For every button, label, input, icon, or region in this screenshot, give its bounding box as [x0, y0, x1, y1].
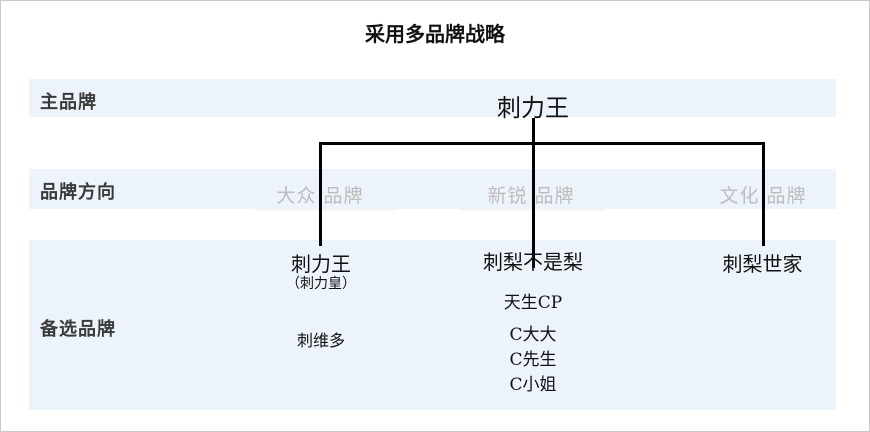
- diagram-title: 采用多品牌战略: [365, 22, 505, 46]
- middle-item-2: C大大: [509, 325, 557, 345]
- row-label-main-brand: 主品牌: [40, 92, 97, 113]
- row-label-alternative-brand: 备选品牌: [40, 319, 116, 340]
- root-brand-node: 刺力王: [497, 94, 569, 122]
- middle-item-3: C先生: [509, 350, 557, 370]
- middle-item-4: C小姐: [509, 375, 557, 395]
- connector-left-branch: [319, 142, 322, 246]
- left-extra-brand: 刺维多: [296, 331, 345, 350]
- left-brand-node: 刺力王: [291, 252, 351, 276]
- row-label-brand-direction: 品牌方向: [40, 182, 116, 203]
- middle-item-1: 天生CP: [503, 293, 563, 313]
- direction-label-emerging: 新锐 品牌: [487, 185, 575, 207]
- connector-horizontal-bar: [319, 142, 765, 145]
- right-brand-node: 刺梨世家: [722, 252, 803, 276]
- connector-root-stem: [532, 118, 535, 268]
- middle-brand-node: 刺梨不是梨: [483, 250, 583, 274]
- main-brand-band: [29, 79, 836, 117]
- brand-direction-band: [29, 169, 836, 209]
- connector-right-branch: [762, 142, 765, 246]
- alternative-brand-band: [29, 240, 836, 410]
- direction-underline-mass: [255, 209, 395, 211]
- left-brand-subtitle: （刺力皇）: [286, 276, 356, 292]
